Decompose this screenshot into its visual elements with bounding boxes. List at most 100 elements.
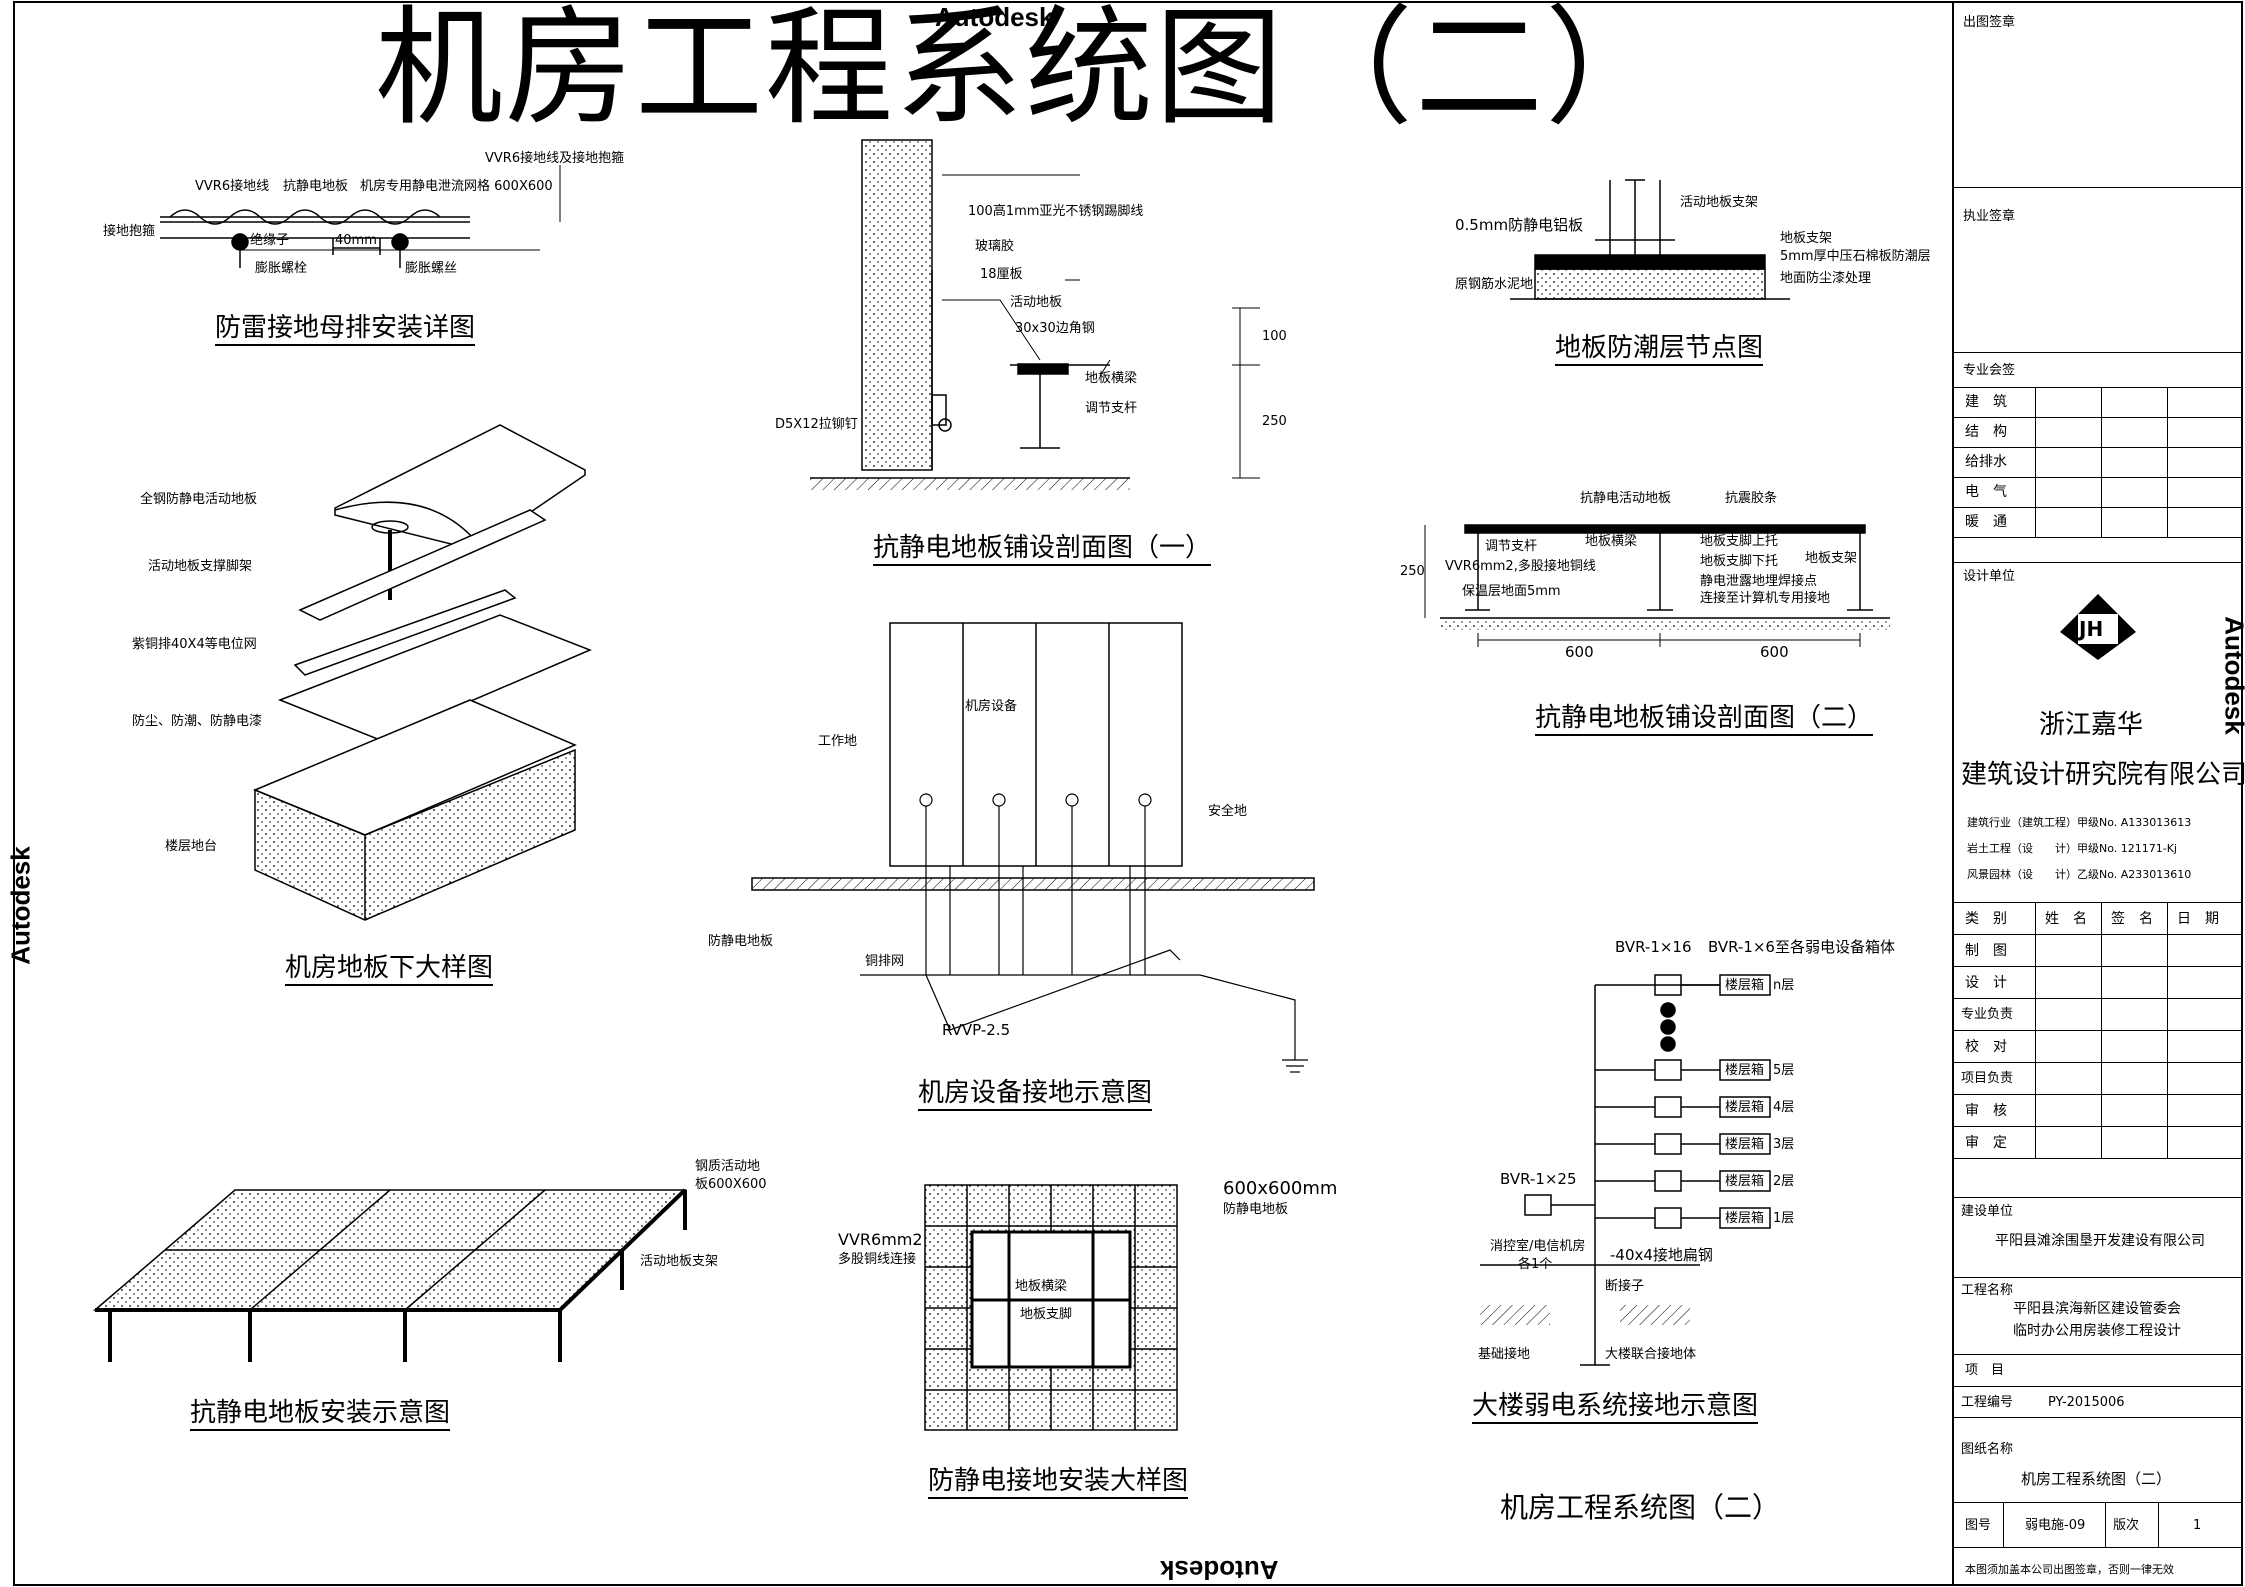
lbl-d1: 防静电地板 [1223,1202,1289,1217]
lbl-b8: 1层 [1773,1211,1795,1226]
lbl-t9: 静电泄露地埋焊接点 [1700,574,1818,589]
section2-detail [1424,524,1890,647]
lbl-d2: VVR6mm2 [838,1230,923,1249]
caption-install: 抗静电地板安装示意图 [190,1400,451,1431]
lbl-b4: 5层 [1773,1063,1795,1078]
tb-number-label: 工程编号 [1961,1395,2014,1410]
lbl-b15: 大楼联合接地体 [1605,1347,1697,1362]
tb-zhiye: 执业签章 [1963,209,2016,224]
lbl-t5: 地板支架 [1805,551,1858,566]
lbl-l3: 机房专用静电泄流网格 600X600 [360,179,553,194]
tb-sheet-label: 图号 [1965,1518,1992,1533]
lbl-l5: 绝缘子 [250,233,290,248]
tb-dwg-label: 图纸名称 [1961,1442,2014,1457]
lbl-l6: 40mm [335,233,377,248]
lbl-l0: VVR6接地线及接地抱箍 [485,151,625,166]
lbl-b6: 3层 [1773,1137,1795,1152]
tb-hdr-0: 类 别 [1965,911,2007,927]
title-block: 出图签章 执业签章 专业会签 建 筑 结 构 给排水 电 气 暖 通 设计单位 … [1953,2,2245,1585]
esd-detail [924,1184,1178,1431]
tb-row-3: 校 对 [1965,1039,2007,1055]
tb-row-6: 审 定 [1965,1135,2007,1151]
tb-disc-2: 给排水 [1965,454,2007,470]
lbl-t6: VVR6mm2,多股接地铜线 [1445,559,1596,574]
lbl-s1-2: 18厘板 [980,267,1023,282]
install-detail [92,1188,687,1362]
tb-row-5: 审 核 [1965,1103,2007,1119]
lbl-t11: 600 [1565,643,1594,661]
tb-disc-3: 电 气 [1965,484,2007,500]
lbl-b2-1: 楼层箱 [1725,1211,1765,1226]
detail-drawings [92,139,1890,1431]
lbl-l1: VVR6接地线 [195,179,270,194]
lbl-q2: 安全地 [1208,804,1248,819]
lbl-s1-3: 活动地板 [1010,295,1063,310]
moisture-detail [1510,179,1790,300]
autodesk-watermark-top: Autodesk [935,2,1054,32]
lbl-m3: 5mm厚中压石棉板防潮层 [1780,249,1931,264]
lbl-e3: 防尘、防潮、防静电漆 [132,714,263,729]
lbl-t3: 地板横梁 [1585,534,1638,549]
lbl-b12: -40x4接地扁钢 [1610,1246,1713,1264]
lbl-m2: 地板支架 [1780,231,1833,246]
lbl-b2-5: 楼层箱 [1725,1063,1765,1078]
lbl-q0: 机房设备 [965,699,1018,714]
tb-version: 1 [2193,1518,2202,1533]
tb-row-0: 制 图 [1965,943,2007,959]
lbl-d4: 地板横梁 [1015,1279,1068,1294]
tb-disc-1: 结 构 [1965,424,2007,440]
lbl-l4: 接地抱箍 [103,224,156,239]
lbl-q4: 铜排网 [865,954,905,969]
qual-0: 建筑行业（建筑工程）甲级No. A133013613 [1967,816,2192,829]
lbl-s1-7: D5X12拉铆钉 [775,417,858,432]
lbl-l2: 抗静电地板 [283,179,349,194]
lightning-detail [160,165,561,268]
lbl-q1: 工作地 [818,734,858,749]
lbl-b11: 各1个 [1518,1257,1553,1272]
tb-hdr-2: 签 名 [2111,911,2153,927]
tb-row-2: 专业负责 [1961,1007,2014,1022]
lbl-t10: 连接至计算机专用接地 [1700,591,1831,606]
caption-building: 大楼弱电系统接地示意图 [1472,1393,1759,1424]
lbl-l8: 膨胀螺丝 [405,261,458,276]
caption-equipment: 机房设备接地示意图 [918,1080,1153,1111]
lbl-q3: 防静电地板 [708,934,774,949]
building-detail [1480,974,1771,1366]
tb-dwg-name: 机房工程系统图（二） [2021,1470,2172,1488]
tb-project-2: 临时办公用房装修工程设计 [2013,1323,2181,1339]
tb-hdr-3: 日 期 [2177,911,2219,927]
lbl-m5: 地面防尘漆处理 [1780,271,1872,286]
tb-client: 平阳县滩涂围垦开发建设有限公司 [1995,1233,2205,1249]
lbl-b1: BVR-1×6至各弱电设备箱体 [1708,938,1895,956]
qual-1: 岩土工程（设 计）甲级No. 121171-Kj [1967,842,2177,855]
lbl-m1: 0.5mm防静电铝板 [1455,216,1584,234]
lbl-b3: n层 [1773,978,1795,993]
tb-version-label: 版次 [2113,1518,2140,1533]
caption-section1: 抗静电地板铺设剖面图（一） [873,535,1212,566]
lbl-q5: RVVP-2.5 [942,1021,1011,1039]
lbl-e1: 活动地板支撑脚架 [148,559,253,574]
caption-section2: 抗静电地板铺设剖面图（二） [1535,705,1874,736]
lbl-t2: 调节支杆 [1485,539,1538,554]
caption-moisture: 地板防潮层节点图 [1555,335,1764,366]
caption-esd: 防静电接地安装大样图 [928,1468,1189,1499]
tb-zhuanye: 专业会签 [1963,363,2016,378]
tb-sheet: 弱电施-09 [2025,1518,2086,1533]
lbl-b2-3: 楼层箱 [1725,1137,1765,1152]
equipment-detail [751,622,1315,1073]
lbl-d0: 600x600mm [1223,1178,1338,1199]
lbl-m0: 活动地板支架 [1680,195,1759,210]
tb-row-4: 项目负责 [1961,1071,2014,1086]
lbl-t7: 地板支脚下托 [1700,554,1779,569]
tb-footer: 本图须加盖本公司出图签章，否则一律无效 [1965,1563,2174,1576]
lbl-t4: 地板支脚上托 [1700,534,1779,549]
lbl-s1-6: 调节支杆 [1085,401,1138,416]
qual-2: 风景园林（设 计）乙级No. A233013610 [1967,868,2192,881]
tb-disc-0: 建 筑 [1965,394,2007,410]
lbl-b2-2: 楼层箱 [1725,1174,1765,1189]
main-title: 机房工程系统图（二） [375,0,1676,143]
lbl-b13: 断接子 [1605,1279,1645,1294]
lbl-i2: 活动地板支架 [640,1254,719,1269]
lbl-l7: 膨胀螺栓 [255,261,308,276]
